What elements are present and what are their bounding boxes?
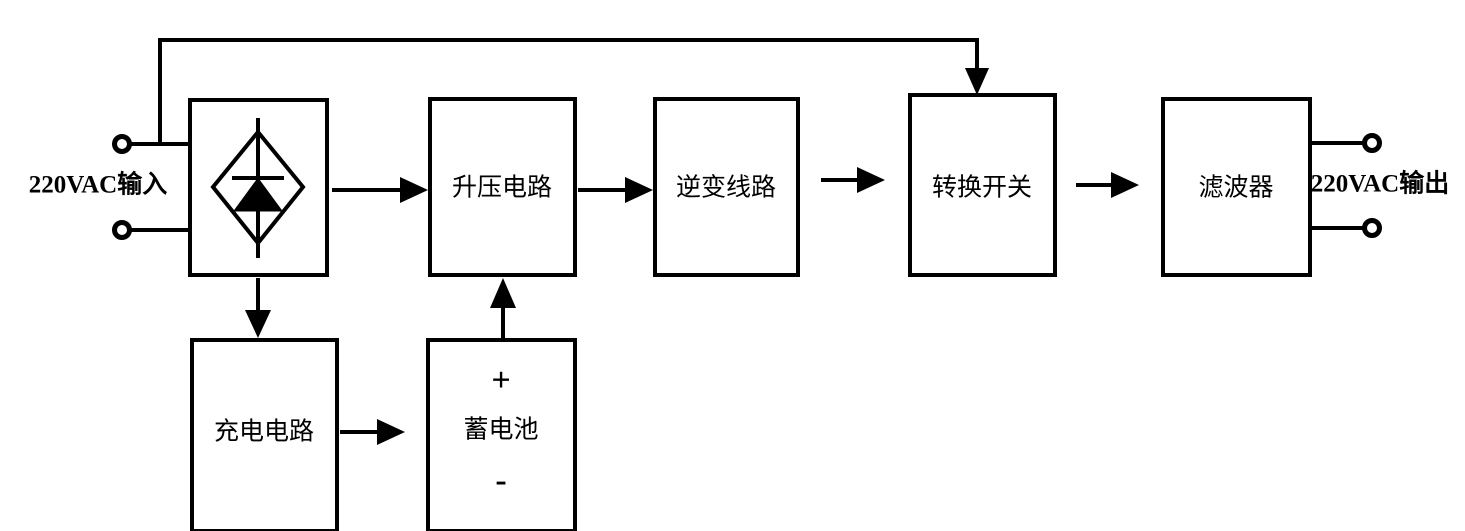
arrowhead-right-inverter	[625, 177, 653, 203]
block-battery-box[interactable]	[426, 338, 577, 531]
block-transfer-switch-box[interactable]	[908, 93, 1057, 277]
block-charger-label: 充电电路	[214, 418, 314, 446]
block-charger[interactable]: 充电电路	[190, 338, 339, 531]
input-label: 220VAC输入	[29, 170, 167, 199]
input-terminal-top	[112, 134, 132, 154]
output-label: 220VAC输出	[1311, 169, 1449, 198]
block-inverter[interactable]: 逆变线路	[653, 97, 800, 277]
block-battery-label: 蓄电池	[463, 416, 538, 444]
rectifier-diamond	[210, 128, 306, 247]
block-inverter-box[interactable]	[653, 97, 800, 277]
connection-transfer-to-filter	[1076, 172, 1139, 198]
arrowhead-down-bypass	[965, 68, 989, 95]
connection-rectifier-to-boost	[332, 177, 428, 203]
diode-triangle	[233, 177, 283, 212]
block-rectifier[interactable]	[188, 98, 329, 277]
block-charger-box[interactable]	[190, 338, 339, 531]
arrowhead-right-filter	[1111, 172, 1139, 198]
input-terminals	[112, 134, 190, 240]
block-transfer-switch[interactable]: 转换开关	[908, 93, 1057, 277]
connection-boost-to-inverter	[578, 177, 653, 203]
arrowhead-down-charger	[245, 310, 271, 338]
block-filter-label: 滤波器	[1198, 174, 1273, 202]
block-transfer-switch-label: 转换开关	[932, 174, 1032, 202]
block-filter-box[interactable]	[1161, 97, 1312, 277]
connection-battery-to-boost	[490, 278, 516, 338]
arrowhead-up-boost	[490, 278, 516, 308]
block-boost-box[interactable]	[428, 97, 577, 277]
arrowhead-right-battery	[377, 419, 405, 445]
block-boost-label: 升压电路	[452, 174, 552, 202]
connection-inverter-to-transfer	[821, 167, 885, 193]
output-terminal-bottom	[1362, 218, 1382, 238]
output-terminals	[1308, 133, 1382, 238]
bridge-rectifier-symbol	[210, 118, 306, 258]
battery-plus-sign: +	[491, 362, 510, 399]
block-filter[interactable]: 滤波器	[1161, 97, 1312, 277]
arrowhead-right-boost	[400, 177, 428, 203]
block-boost[interactable]: 升压电路	[428, 97, 577, 277]
input-terminal-bottom	[112, 220, 132, 240]
output-terminal-top	[1362, 133, 1382, 153]
block-battery[interactable]: + 蓄电池 -	[426, 338, 577, 531]
connection-bypass-line	[158, 38, 989, 144]
arrowhead-right-transfer	[857, 167, 885, 193]
connection-rectifier-to-charger	[245, 278, 271, 338]
block-inverter-label: 逆变线路	[676, 174, 776, 202]
connection-charger-to-battery	[340, 419, 405, 445]
battery-minus-sign: -	[495, 462, 506, 499]
